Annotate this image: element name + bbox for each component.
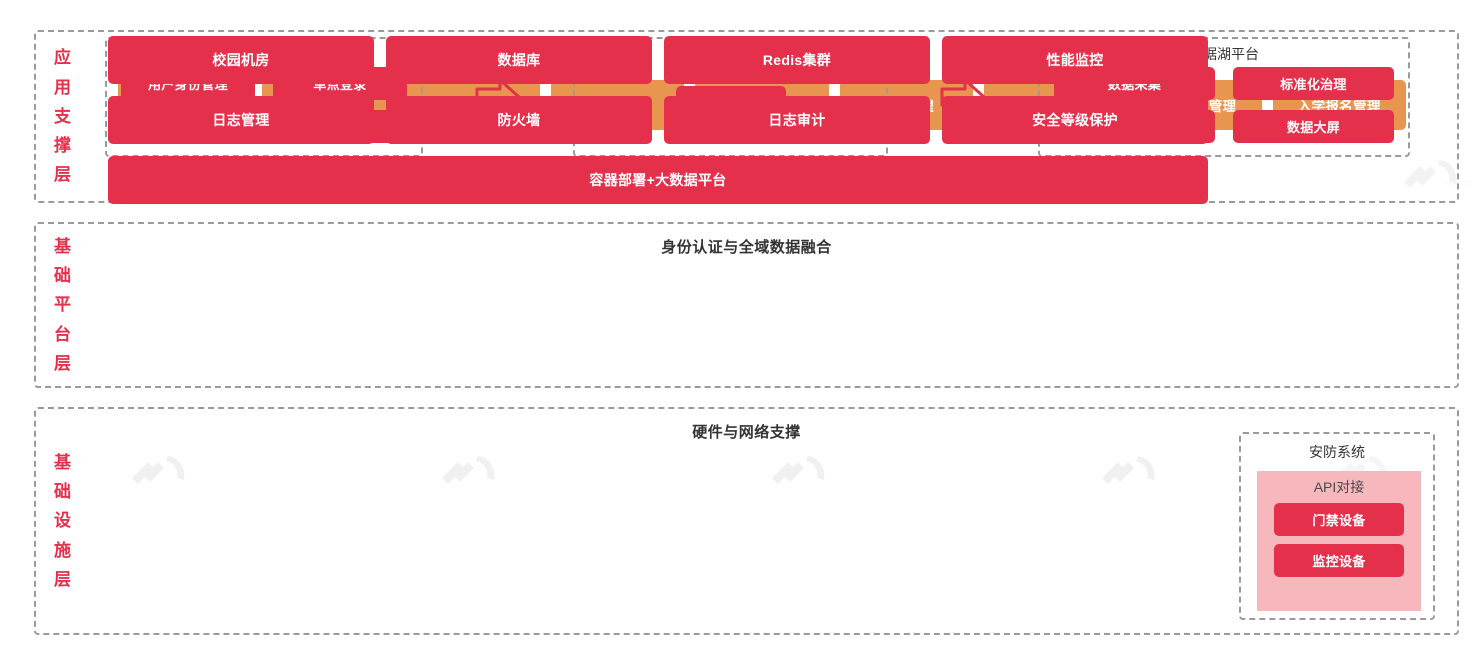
- lake-chip-data-dashboard[interactable]: 数据大屏: [1233, 109, 1394, 143]
- layer-title-platform: 身份认证与全域数据融合: [661, 239, 832, 256]
- layer-title-infrastructure: 硬件与网络支撑: [692, 424, 801, 441]
- layer-label-char: 支: [54, 106, 72, 126]
- layer-label-char: 层: [54, 353, 72, 373]
- infra-chip-container-bigdata[interactable]: 容器部署+大数据平台: [108, 156, 1208, 204]
- layer-label-char: 台: [54, 324, 72, 344]
- security-chip-surveillance[interactable]: 监控设备: [1274, 544, 1404, 577]
- security-system-title: 安防系统: [1309, 444, 1365, 460]
- infra-chip-security-grade[interactable]: 安全等级保护: [942, 96, 1208, 144]
- infra-chip-redis-cluster[interactable]: Redis集群: [664, 36, 930, 84]
- security-chip-access-control[interactable]: 门禁设备: [1274, 503, 1404, 536]
- layer-label-infrastructure: 基 础 设 施 层: [36, 409, 90, 633]
- layer-label-char: 施: [54, 540, 72, 560]
- layer-label-char: 平: [54, 295, 72, 315]
- security-system-panel: 安防系统 API对接 门禁设备 监控设备: [1239, 432, 1435, 620]
- api-integration-title: API对接: [1313, 479, 1365, 495]
- layer-label-char: 基: [54, 236, 72, 256]
- infra-chip-performance-monitor[interactable]: 性能监控: [942, 36, 1208, 84]
- infra-chip-log-audit[interactable]: 日志审计: [664, 96, 930, 144]
- layer-label-char: 基: [54, 452, 72, 472]
- layer-label-char: 应: [54, 48, 72, 68]
- layer-infrastructure: 基 础 设 施 层 硬件与网络支撑: [34, 407, 1459, 635]
- infrastructure-items: 校园机房 数据库 Redis集群 性能监控 日志管理 防火墙 日志审计 安全等级…: [108, 36, 1208, 216]
- infra-chip-database[interactable]: 数据库: [386, 36, 652, 84]
- infra-chip-log-management[interactable]: 日志管理: [108, 96, 374, 144]
- layer-label-platform: 基 础 平 台 层: [36, 224, 90, 386]
- layer-label-char: 设: [54, 511, 72, 531]
- layer-label-char: 撑: [54, 136, 72, 156]
- layer-label-char: 用: [54, 77, 72, 97]
- infra-chip-firewall[interactable]: 防火墙: [386, 96, 652, 144]
- layer-base-platform: 基 础 平 台 层 身份认证与全域数据融合: [34, 222, 1459, 388]
- lake-chip-standard-governance[interactable]: 标准化治理: [1233, 67, 1394, 100]
- layer-label-char: 础: [54, 266, 72, 286]
- layer-label-char: 础: [54, 482, 72, 502]
- api-integration-panel: API对接 门禁设备 监控设备: [1257, 471, 1421, 611]
- layer-label-char: 层: [54, 165, 72, 185]
- infrastructure-row-1: 校园机房 数据库 Redis集群 性能监控: [108, 36, 1208, 84]
- layer-label-application: 应 用 支 撑 层: [36, 32, 90, 201]
- infrastructure-row-2: 日志管理 防火墙 日志审计 安全等级保护: [108, 96, 1208, 144]
- layer-label-char: 层: [54, 569, 72, 589]
- infrastructure-row-3: 容器部署+大数据平台: [108, 156, 1208, 204]
- infra-chip-campus-datacenter[interactable]: 校园机房: [108, 36, 374, 84]
